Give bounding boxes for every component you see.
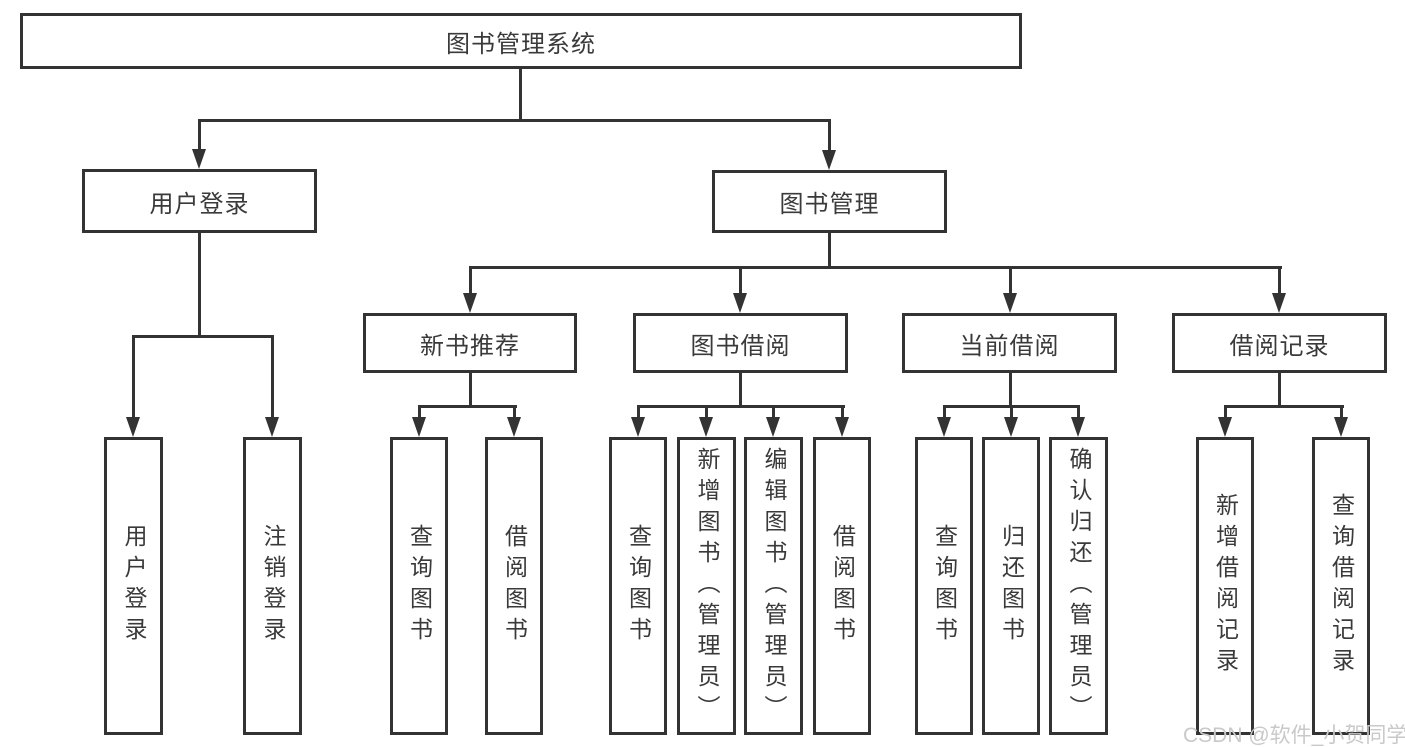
connector-line xyxy=(943,405,946,420)
node-book-borrowing: 图书借阅 xyxy=(633,313,848,373)
node-label: 注销登录 xyxy=(260,524,286,648)
connector-line xyxy=(1010,405,1013,420)
connector-line xyxy=(519,68,522,121)
leaf-query-books-current: 查询图书 xyxy=(915,437,973,735)
connector-line xyxy=(1278,266,1281,296)
node-label: 用户登录 xyxy=(121,524,147,648)
arrowhead-icon xyxy=(699,417,713,437)
leaf-query-books-newrec: 查询图书 xyxy=(390,437,448,735)
node-label: 借阅图书 xyxy=(829,524,856,648)
connector-line xyxy=(469,266,472,296)
connector-line xyxy=(739,266,742,296)
leaf-edit-book-admin: 编辑图书（管理员） xyxy=(744,437,803,735)
arrowhead-icon xyxy=(412,417,426,437)
arrowhead-icon xyxy=(1218,417,1232,437)
node-label: 新书推荐 xyxy=(420,332,520,360)
connector-line xyxy=(828,119,831,153)
node-root-library-management-system: 图书管理系统 xyxy=(20,13,1022,69)
arrowhead-icon xyxy=(937,417,951,437)
node-label: 新增借阅记录 xyxy=(1212,493,1239,679)
connector-line xyxy=(1224,405,1344,408)
connector-line xyxy=(637,405,845,408)
connector-line xyxy=(772,405,775,420)
node-label: 确认归还（管理员） xyxy=(1066,446,1092,726)
leaf-query-books-borrow: 查询图书 xyxy=(609,437,667,735)
connector-line xyxy=(418,405,517,408)
arrowhead-icon xyxy=(1272,293,1286,313)
leaf-logout-login: 注销登录 xyxy=(243,437,302,735)
node-label: 图书管理系统 xyxy=(446,30,596,58)
connector-line xyxy=(198,232,201,337)
arrowhead-icon xyxy=(265,417,279,437)
node-borrowing-records: 借阅记录 xyxy=(1172,313,1387,373)
csdn-watermark: CSDN @软件_小贺同学 xyxy=(1183,724,1405,747)
connector-line xyxy=(469,266,1282,269)
node-user-login: 用户登录 xyxy=(82,169,317,233)
node-label: 借阅图书 xyxy=(501,524,528,648)
connector-line xyxy=(841,405,844,420)
node-new-book-recommendation: 新书推荐 xyxy=(363,313,577,373)
node-label: 查询图书 xyxy=(931,524,958,648)
arrowhead-icon xyxy=(835,417,849,437)
connector-line xyxy=(198,119,830,122)
node-label: 当前借阅 xyxy=(959,332,1060,360)
arrowhead-icon xyxy=(126,417,140,437)
connector-line xyxy=(418,405,421,420)
node-label: 图书借阅 xyxy=(690,332,791,360)
leaf-confirm-return-admin: 确认归还（管理员） xyxy=(1049,437,1108,735)
leaf-borrow-books-newrec: 借阅图书 xyxy=(485,437,543,735)
arrowhead-icon xyxy=(733,293,747,313)
node-current-borrowing: 当前借阅 xyxy=(902,313,1117,373)
node-label: 归还图书 xyxy=(998,524,1025,648)
arrowhead-icon xyxy=(631,417,645,437)
leaf-user-login: 用户登录 xyxy=(104,437,163,735)
connector-line xyxy=(1009,372,1012,408)
leaf-query-borrow-record: 查询借阅记录 xyxy=(1312,437,1370,735)
node-label: 查询借阅记录 xyxy=(1328,493,1355,679)
arrowhead-icon xyxy=(822,150,836,170)
node-label: 新增图书（管理员） xyxy=(694,446,720,726)
leaf-borrow-books-borrow: 借阅图书 xyxy=(813,437,871,735)
connector-line xyxy=(828,232,831,269)
connector-line xyxy=(1278,372,1281,408)
arrowhead-icon xyxy=(766,417,780,437)
arrowhead-icon xyxy=(507,417,521,437)
arrowhead-icon xyxy=(463,293,477,313)
node-label: 借阅记录 xyxy=(1229,332,1330,360)
node-label: 用户登录 xyxy=(149,190,250,218)
arrowhead-icon xyxy=(1071,417,1085,437)
node-label: 查询图书 xyxy=(406,524,433,648)
node-book-management: 图书管理 xyxy=(712,170,947,233)
connector-line xyxy=(739,372,742,408)
leaf-add-book-admin: 新增图书（管理员） xyxy=(677,437,736,735)
connector-line xyxy=(132,335,135,420)
connector-line xyxy=(1077,405,1080,420)
arrowhead-icon xyxy=(1334,417,1348,437)
leaf-add-borrow-record: 新增借阅记录 xyxy=(1196,437,1254,735)
connector-line xyxy=(705,405,708,420)
node-label: 编辑图书（管理员） xyxy=(761,446,787,726)
arrowhead-icon xyxy=(1003,293,1017,313)
leaf-return-books: 归还图书 xyxy=(982,437,1040,735)
arrowhead-icon xyxy=(1004,417,1018,437)
connector-line xyxy=(637,405,640,420)
connector-line xyxy=(198,119,201,152)
arrowhead-icon xyxy=(192,149,206,169)
connector-line xyxy=(1224,405,1227,420)
connector-line xyxy=(132,335,274,338)
node-label: 查询图书 xyxy=(625,524,652,648)
connector-line xyxy=(469,372,472,408)
connector-line xyxy=(1340,405,1343,420)
connector-line xyxy=(1009,266,1012,296)
node-label: 图书管理 xyxy=(779,191,880,218)
connector-line xyxy=(271,335,274,420)
connector-line xyxy=(513,405,516,420)
